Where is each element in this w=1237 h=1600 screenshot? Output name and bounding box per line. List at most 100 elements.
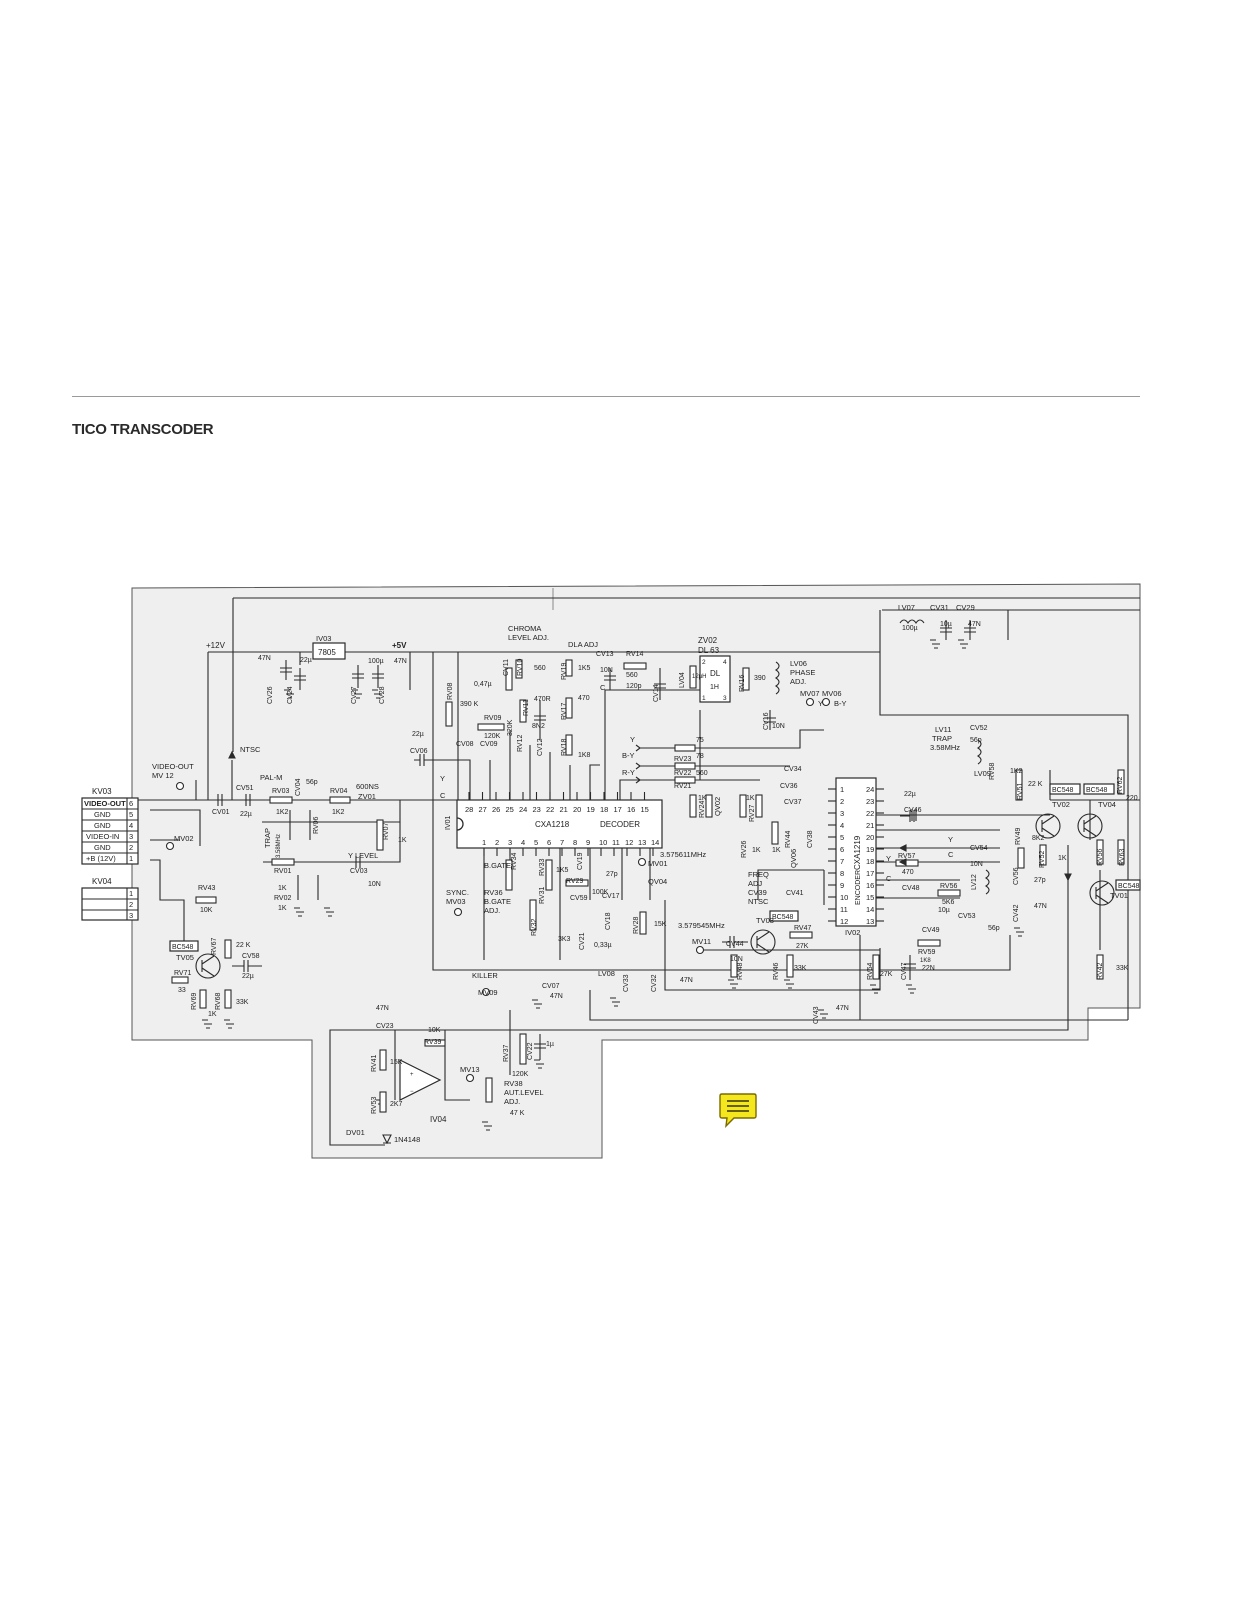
label-qv06: QV06 [789, 849, 798, 868]
label-trap: TRAP [263, 828, 272, 848]
rv29-label: RV29 [566, 878, 583, 885]
rv37-value: 120K [512, 1071, 529, 1078]
rv49-value: 8K2 [1032, 835, 1045, 842]
wiring [130, 597, 1140, 1146]
rv26-value: 1K [752, 847, 761, 854]
title-rule [72, 396, 1140, 397]
cv03-label: CV03 [350, 868, 368, 875]
cv53-value: 56p [988, 925, 1000, 932]
schematic-paper [131, 583, 1141, 1159]
delay-pin: 2 [702, 659, 706, 666]
rv56-value: 5K6 [942, 899, 955, 906]
cv32-value: 47N [680, 977, 693, 984]
decoder-pin-number: 21 [560, 805, 568, 814]
kv03-pin-name: VIDEO-OUT [84, 799, 126, 808]
label-by-out: B-Y [834, 699, 847, 708]
encoder-pin-number: 9 [840, 881, 844, 890]
rv19-value: 1K5 [578, 665, 591, 672]
encoder-pin-number: 20 [866, 833, 874, 842]
label-lv11-trap: TRAP [932, 734, 952, 743]
tp-mv09 [481, 987, 491, 997]
tp-mv02 [165, 841, 175, 851]
rv09-label: RV09 [484, 715, 501, 722]
cv04-label: CV04 [295, 778, 302, 796]
rv41-label: RV41 [371, 1055, 378, 1072]
regulator-iv03: IV03 7805 [312, 634, 346, 660]
encoder-pin-number: 13 [866, 917, 874, 926]
rv54-value: 27K [880, 971, 893, 978]
label-bgate-adj: ADJ. [484, 906, 500, 915]
rv71-label: RV71 [174, 970, 191, 977]
rv07-label: RV07 [383, 823, 390, 840]
cv06-label: CV06 [410, 748, 428, 755]
rv10-value: 560 [534, 665, 546, 672]
rv69-value: 1K [208, 1011, 217, 1018]
rv51-value: 22 K [1028, 781, 1043, 788]
kv04-label: KV04 [92, 877, 112, 886]
comment-icon[interactable] [718, 1092, 758, 1130]
rv47-label: RV47 [794, 925, 811, 932]
rv54-label: RV54 [867, 963, 874, 980]
label-sig-c3: C [948, 850, 954, 859]
cv56-value: 27p [1034, 877, 1046, 884]
decoder-part: CXA1218 [535, 820, 570, 829]
cv51-label: CV51 [236, 785, 254, 792]
label-bgate2: B.GATE [484, 897, 511, 906]
delay-line-zv02: ZV02 DL 63 DL 1H 2 4 1 3 [698, 636, 731, 703]
rv27-label: RV27 [749, 805, 756, 822]
rv51-label: RV51 [1017, 783, 1024, 800]
cv54-value: 10N [970, 861, 983, 868]
decoder-pin-number: 10 [599, 838, 607, 847]
encoder-ref: IV02 [845, 928, 860, 937]
cv41-label: CV41 [786, 890, 804, 897]
rv69-label: RV69 [191, 993, 198, 1010]
rv27-value: 1K [746, 795, 755, 802]
label-rv38: RV38 [504, 1079, 523, 1088]
rv12-label: RV12 [517, 735, 524, 752]
cv52-label: CV52 [970, 725, 988, 732]
decoder-pin-number: 24 [519, 805, 527, 814]
label-xtal1: 3.575611MHz [660, 850, 706, 859]
decoder-pin-number: 27 [479, 805, 487, 814]
label-tv02: TV02 [1052, 800, 1070, 809]
cv59-label: CV59 [570, 895, 588, 902]
rv03-label: RV03 [272, 788, 289, 795]
cv27-label: CV27 [351, 686, 358, 704]
cv14-label: CV14 [653, 684, 660, 702]
rv14-value: 560 [626, 672, 638, 679]
kv03-label: KV03 [92, 787, 112, 796]
rv63-label: RV63 [1119, 849, 1126, 866]
rv07-value: 1K [398, 837, 407, 844]
test-points [165, 697, 831, 1083]
decoder-pin-number: 22 [546, 805, 554, 814]
cv42-value: 47N [1034, 903, 1047, 910]
kv03-pin-name: GND [94, 810, 111, 819]
kv03-pin-number: 4 [129, 821, 133, 830]
cv19-label: CV19 [577, 852, 584, 870]
tp-mv06 [821, 697, 831, 707]
label-phase-adj: ADJ. [790, 677, 806, 686]
signal-arrows [228, 744, 1072, 882]
cv26-label: CV26 [267, 686, 274, 704]
decoder-pin-number: 26 [492, 805, 500, 814]
cv31-value: 10µ [940, 621, 952, 628]
label-trap-freq: 3.58MHz [276, 834, 282, 858]
rv16-label: RV16 [739, 675, 746, 692]
cv34-label: CV34 [784, 766, 802, 773]
kv03-pin-number: 6 [129, 799, 133, 808]
rv28-value: 15K [654, 921, 667, 928]
cv08-label: CV08 [456, 741, 474, 748]
label-sig-y: Y [630, 735, 635, 744]
decoder-pin-number: 8 [573, 838, 577, 847]
delay-label: DL [710, 669, 721, 678]
tp-mv11 [695, 945, 705, 955]
decoder-pin-number: 23 [533, 805, 541, 814]
delay-part: DL 63 [698, 646, 720, 655]
cv17-value: 27p [606, 871, 618, 878]
lv12-label: LV12 [971, 874, 978, 890]
cv46-value: 22µ [904, 791, 916, 798]
kv04-pin-number: 1 [129, 889, 133, 898]
decoder-pin-number: 19 [587, 805, 595, 814]
rv57-label: RV57 [898, 853, 915, 860]
